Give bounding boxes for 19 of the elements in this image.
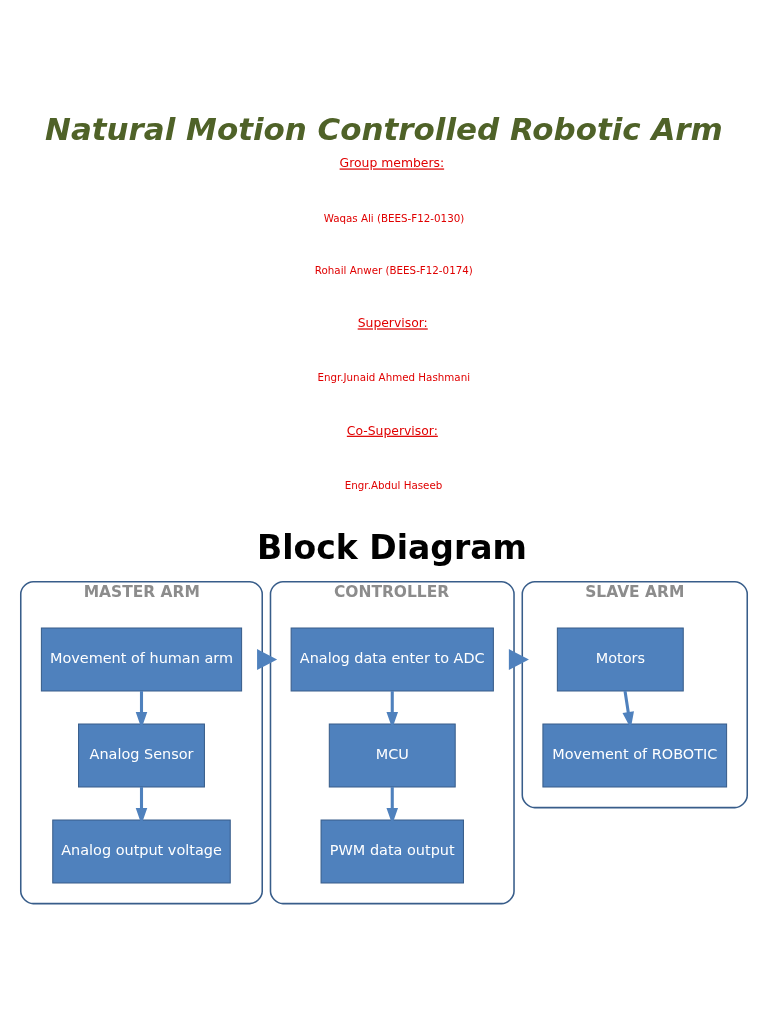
node-box: Movement of ROBOTIC [542,723,728,788]
label: Group members: [339,156,445,171]
node-box: Analog output voltage [52,819,231,884]
node-box: Analog data enter to ADC [290,627,494,692]
node-box: MCU [328,723,456,788]
arrow [257,649,278,671]
arrow [508,649,529,671]
node-box: PWM data output [320,819,464,884]
label: Engr.Abdul Haseeb [344,478,443,491]
node-box: Motors [556,627,684,692]
label: Co-Supervisor: [346,423,438,438]
label: Supervisor: [357,316,428,331]
label: Block Diagram [257,527,527,567]
label: Rohail Anwer (BEES-F12-0174) [314,264,473,277]
label: Waqas Ali (BEES-F12-0130) [323,211,465,224]
node-box: Movement of human arm [40,627,243,692]
label: Engr.Junaid Ahmed Hashmani [317,371,471,384]
diagram-title: Natural Motion Controlled Robotic Arm [45,110,723,147]
node-box: Analog Sensor [78,723,205,788]
